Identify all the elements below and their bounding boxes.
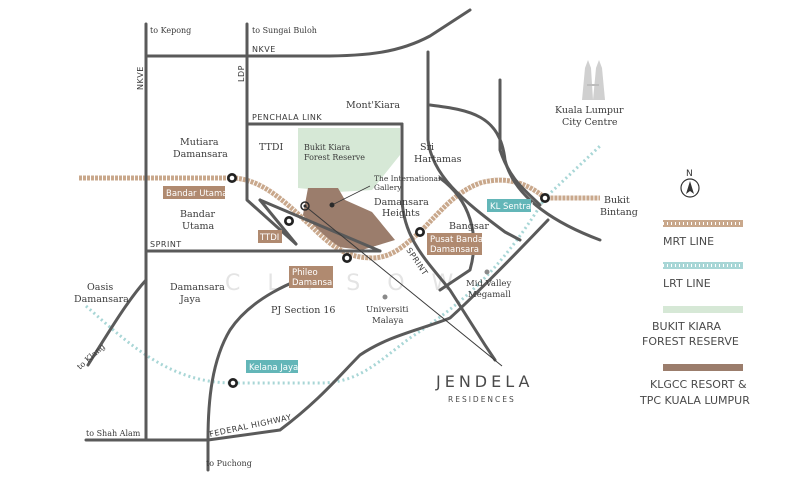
- klang-road: [86, 278, 148, 367]
- gallery-dot: [329, 202, 335, 208]
- nkve-label: NKVE: [252, 45, 276, 54]
- gallery-leader: [333, 185, 371, 205]
- damansara-heights-label-1: Damansara: [374, 197, 429, 208]
- phileo-tag-line1: Phileo: [292, 268, 318, 278]
- kl-sentral-tag: KL Sentral: [490, 202, 533, 212]
- bandar-utama-label-2: Utama: [182, 221, 214, 232]
- bandar-utama-station: [227, 173, 237, 183]
- legend-mrt-label: MRT LINE: [663, 235, 714, 248]
- forest-reserve-label-1: Bukit Kiara: [304, 143, 350, 152]
- oasis-damansara-label-1: Oasis: [87, 282, 113, 293]
- gallery-label-2: Gallery: [374, 183, 402, 192]
- mutiara-damansara-label-2: Damansara: [173, 149, 228, 160]
- compass-north-label: N: [686, 169, 693, 179]
- station-markers: [227, 173, 550, 388]
- bangsar-loop-road: [438, 176, 476, 292]
- mrt-line: [78, 175, 600, 261]
- forest-reserve-label-2: Forest Reserve: [304, 153, 365, 162]
- sprint-west-label: SPRINT: [150, 240, 182, 249]
- legend-forest-label-1: BUKIT KIARA: [652, 320, 721, 333]
- mid-valley-label-2: Megamall: [468, 290, 511, 300]
- pj-section-16-label: PJ Section 16: [271, 305, 335, 316]
- station-tags: Bandar Utama TTDI Phileo Damansara Pusat…: [163, 186, 533, 373]
- universiti-malaya-label-2: Malaya: [372, 316, 403, 326]
- legend-lrt-label: LRT LINE: [663, 277, 711, 290]
- jalan-kuching-road: [498, 78, 542, 207]
- location-pointer-line: [304, 205, 503, 367]
- to-klang-label: to Klang: [75, 342, 106, 372]
- nkve-vertical-label: NKVE: [136, 66, 145, 90]
- legend-klgcc-label-1: KLGCC RESORT &: [650, 378, 747, 391]
- bangsar-label: Bangsar: [449, 221, 489, 232]
- sri-hartamas-label-1: Sri: [420, 142, 434, 153]
- forest-reserve-area: [298, 128, 400, 192]
- sri-hartamas-label-2: Hartamas: [414, 154, 462, 165]
- gallery-label-1: The International: [374, 174, 441, 183]
- ttdi-link-road: [258, 198, 298, 246]
- damansara-jaya-label-2: Jaya: [179, 294, 201, 305]
- oasis-damansara-label-2: Damansara: [74, 294, 129, 305]
- pusat-bandar-damansara-station: [415, 227, 425, 237]
- to-puchong-label: to Puchong: [206, 459, 252, 468]
- lrt-line: [85, 144, 602, 385]
- nkve-road: [144, 8, 472, 58]
- watermark-text: C L F S O W: [225, 271, 463, 296]
- legend-forest-label-2: FOREST RESERVE: [642, 335, 739, 348]
- bukit-bintang-label-2: Bintang: [600, 207, 638, 218]
- sprint-east-road: [400, 122, 497, 362]
- pbd-tag-line2: Damansara: [430, 245, 479, 255]
- mid-valley-label-1: Mid Valley: [466, 279, 511, 289]
- compass-icon: N: [680, 169, 700, 198]
- bukit-bintang-label-1: Bukit: [604, 195, 630, 206]
- pbd-tag-line1: Pusat Bandar: [430, 235, 487, 245]
- phileo-tag-line2: Damansara: [292, 278, 341, 288]
- legend-swatch-forest: [663, 306, 743, 313]
- universiti-malaya-label-1: Universiti: [366, 305, 409, 315]
- mont-kiara-label: Mont'Kiara: [346, 100, 400, 111]
- to-shah-alam-label: to Shah Alam: [86, 429, 141, 438]
- ttdi-label: TTDI: [259, 142, 283, 153]
- jendela-location-marker: [300, 201, 310, 211]
- kelana-jaya-tag: Kelana Jaya: [249, 363, 298, 373]
- mutiara-damansara-label-1: Mutiara: [180, 137, 219, 148]
- bandar-utama-tag: Bandar Utama: [166, 189, 227, 199]
- to-kepong-label: to Kepong: [150, 26, 191, 35]
- to-sungai-buloh-label: to Sungai Buloh: [252, 26, 317, 35]
- penchala-link-label: PENCHALA LINK: [252, 113, 322, 122]
- brand-subtitle: RESIDENCES: [448, 395, 516, 404]
- brand-name: JENDELA: [435, 372, 533, 391]
- ldp-road: [245, 22, 298, 246]
- federal-highway-east-road: [206, 218, 550, 442]
- kl-sentral-station: [540, 193, 550, 203]
- klgcc-area: [302, 188, 395, 250]
- petronas-towers-icon: [582, 60, 605, 100]
- ldp-label: LDP: [237, 65, 246, 82]
- ttdi-tag: TTDI: [259, 233, 279, 243]
- ldp-link-road: [258, 198, 382, 253]
- universiti-malaya-dot: [382, 294, 388, 300]
- road-network: [84, 8, 602, 472]
- klcc-label-2: City Centre: [562, 117, 618, 128]
- legend-swatch-klgcc: [663, 364, 743, 371]
- damansara-jaya-label-1: Damansara: [170, 282, 225, 293]
- klcc-label-1: Kuala Lumpur: [555, 105, 624, 116]
- phileo-damansara-station: [342, 253, 352, 263]
- jendela-location-dot: [303, 204, 307, 208]
- legend-klgcc-label-2: TPC KUALA LUMPUR: [639, 394, 750, 407]
- damansara-heights-label-2: Heights: [382, 208, 420, 219]
- bandar-utama-label-1: Bandar: [180, 209, 216, 220]
- mid-valley-dot: [484, 269, 490, 275]
- legend: MRT LINE LRT LINE BUKIT KIARA FOREST RES…: [639, 220, 750, 407]
- ttdi-station: [284, 216, 294, 226]
- kelana-jaya-station: [228, 378, 238, 388]
